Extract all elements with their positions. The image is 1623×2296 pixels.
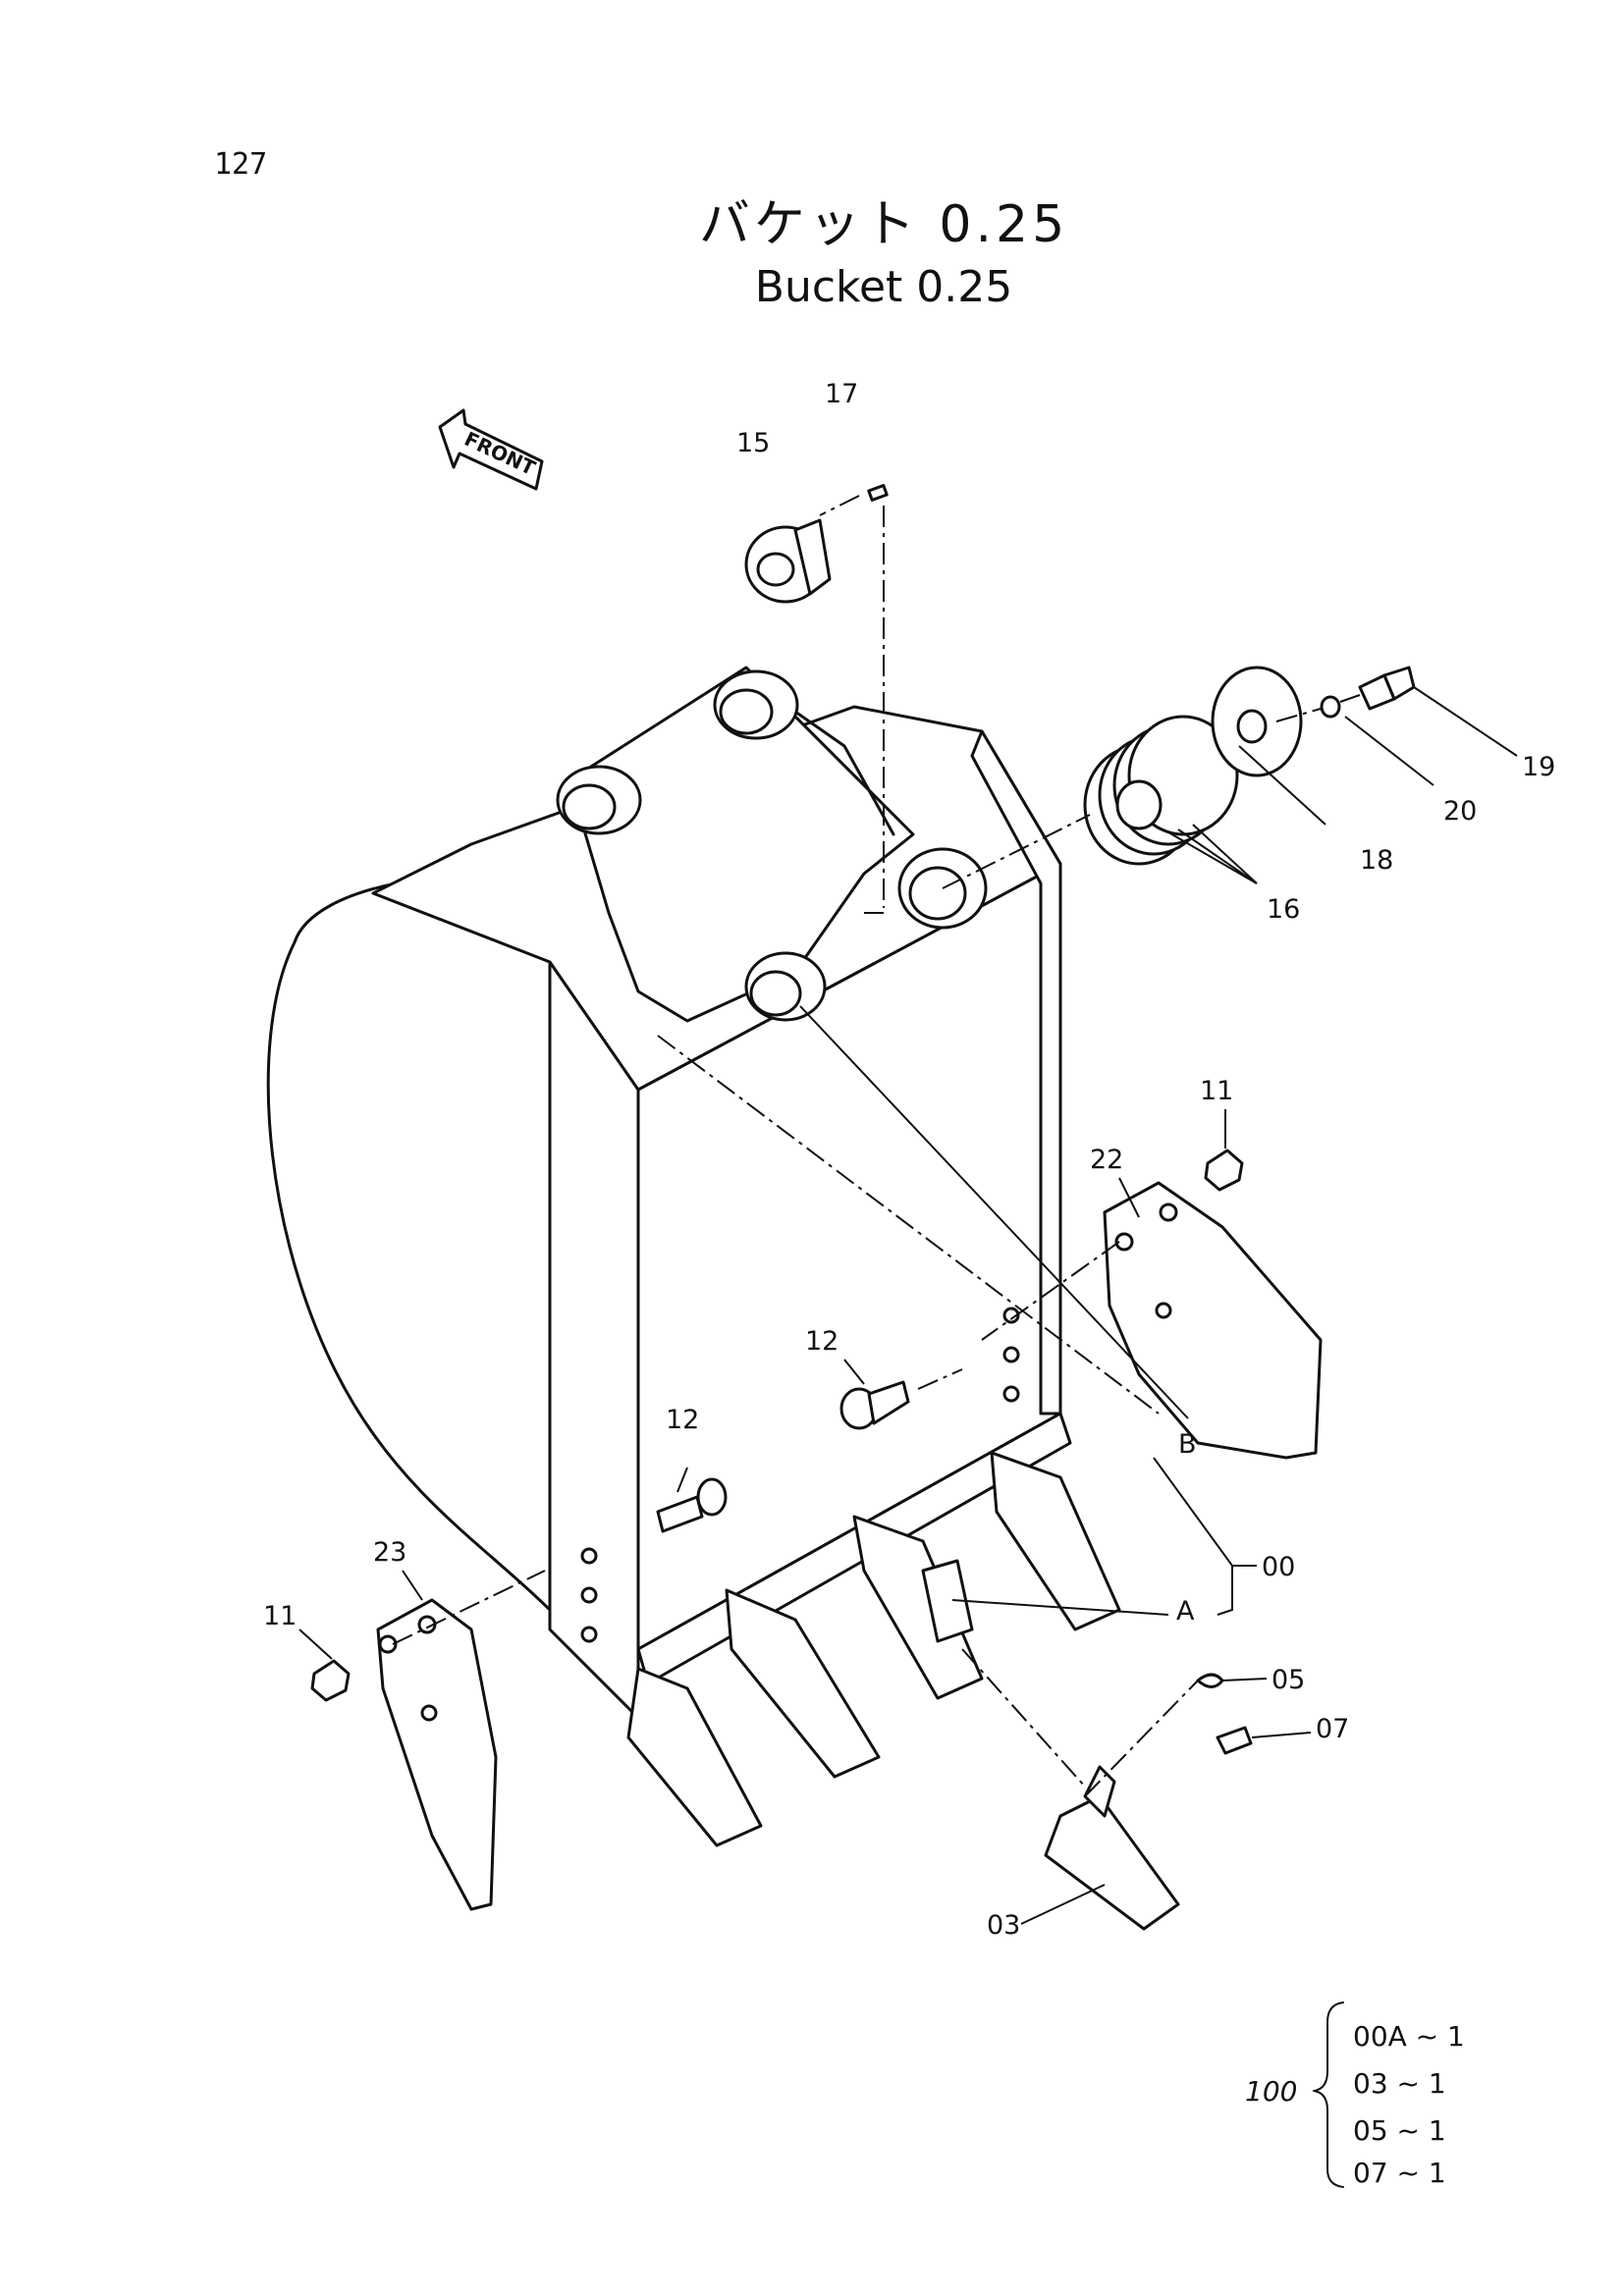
page-number: 127 (214, 147, 268, 182)
plate-18 (1211, 666, 1303, 777)
callout-22: 22 (1090, 1145, 1123, 1175)
nut-11-right (1204, 1148, 1244, 1192)
title-block: バケット 0.25 Bucket 0.25 (638, 191, 1129, 317)
pin-lock-assembly (921, 1559, 974, 1643)
side-cutter-23 (376, 1598, 498, 1911)
callout-12-lower: 12 (666, 1405, 699, 1435)
callout-07: 07 (1316, 1714, 1349, 1744)
callout-05: 05 (1271, 1665, 1305, 1695)
title-japanese: バケット 0.25 (698, 195, 1069, 254)
nut-11-left (310, 1659, 351, 1702)
callout-20: 20 (1443, 796, 1477, 827)
boss-left-upper (556, 765, 642, 835)
bom-item-1: 00A ~ 1 (1353, 2020, 1465, 2053)
callout-16: 16 (1267, 894, 1300, 925)
pin-07 (1216, 1726, 1253, 1755)
bom-block: 100 00A ~ 1 03 ~ 1 05 ~ 1 07 ~ 1 (1245, 2002, 1465, 2189)
shims-16 (1083, 715, 1239, 866)
title-english: Bucket 0.25 (754, 262, 1013, 312)
callout-03: 03 (987, 1910, 1020, 1941)
bolt-19 (1358, 666, 1416, 711)
side-cutter-22 (1103, 1181, 1323, 1460)
bom-item-3: 05 ~ 1 (1353, 2114, 1446, 2147)
bucket-body (266, 666, 1072, 1720)
callout-00: 00 (1262, 1552, 1295, 1582)
bolt-12-upper (839, 1380, 910, 1430)
callout-a: A (1176, 1596, 1195, 1627)
bushing-15 (744, 518, 832, 604)
callout-18: 18 (1360, 845, 1393, 876)
lock-pin-05 (1196, 1673, 1224, 1688)
bucket-teeth (626, 1451, 1121, 1847)
washer-20 (1320, 695, 1341, 719)
leader-lines (298, 495, 1518, 1925)
front-direction-arrow-icon: FRONT (438, 408, 544, 491)
callout-11-right: 11 (1200, 1076, 1233, 1106)
callout-11-left: 11 (263, 1601, 297, 1631)
bolt-12-lower (656, 1477, 728, 1533)
callout-23: 23 (373, 1537, 406, 1568)
callout-17: 17 (825, 379, 858, 409)
callout-b: B (1178, 1429, 1197, 1460)
bom-item-4: 07 ~ 1 (1353, 2157, 1446, 2189)
callout-15: 15 (736, 428, 770, 458)
callout-19: 19 (1522, 752, 1555, 782)
bom-assembly-number: 100 (1245, 2075, 1297, 2108)
boss-right-lower (744, 951, 827, 1022)
tooth-point-03 (1044, 1765, 1180, 1931)
bom-item-2: 03 ~ 1 (1353, 2067, 1446, 2100)
callout-12-upper: 12 (805, 1326, 839, 1357)
pin-17 (867, 484, 889, 502)
boss-left-top (713, 669, 799, 740)
